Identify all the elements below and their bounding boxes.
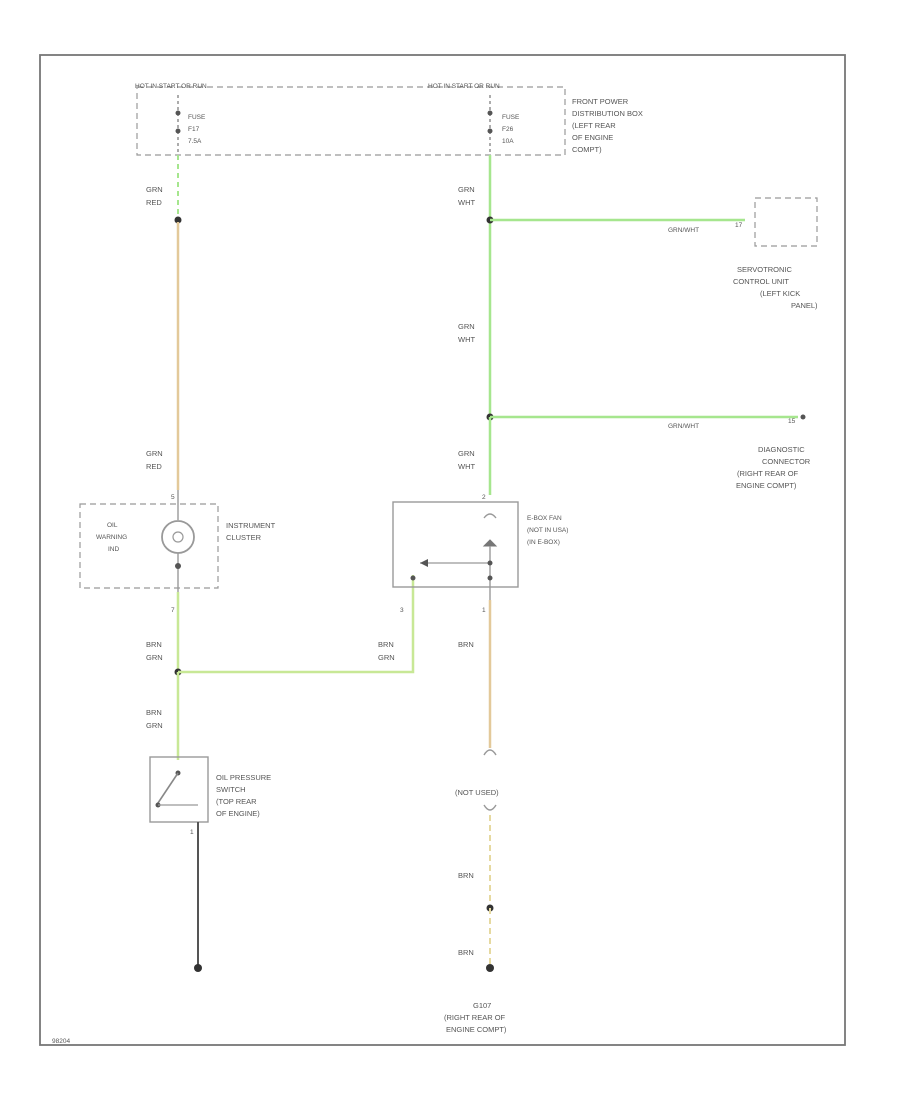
wire-color-label: BRN [458, 948, 474, 957]
wire-color-label: WHT [458, 335, 475, 344]
splice-node [174, 216, 182, 224]
wire-color-label: GRN/WHT [668, 227, 699, 234]
wire-color-label: WHT [458, 462, 475, 471]
ground-label: (RIGHT REAR OF [444, 1013, 506, 1022]
wire-color-label: GRN [146, 721, 163, 730]
ebox-label: E-BOX FAN [527, 515, 562, 522]
right-fuse-terminal [487, 110, 493, 116]
wire-color-label: GRN [458, 322, 475, 331]
left-fuse-rating: 7.5A [188, 138, 202, 145]
diagram-frame [39, 54, 846, 1046]
cluster-name: CLUSTER [226, 533, 262, 542]
wire-color-label: WHT [458, 198, 475, 207]
ebox-fan-outline [392, 501, 519, 588]
wire-color-label: RED [146, 198, 162, 207]
switch-blade-icon [157, 772, 179, 804]
servotronic-label: PANEL) [791, 301, 818, 310]
servotronic-label: SERVOTRONIC [737, 265, 792, 274]
cluster-terminal [175, 563, 181, 569]
ebox-terminal [410, 575, 416, 581]
wire-brn-grn-to-ebox [178, 575, 415, 674]
left-fuse-terminal [175, 128, 181, 134]
wire-color-label: GRN [146, 653, 163, 662]
left-fuse-terminal [175, 110, 181, 116]
power-box-label: COMPT) [572, 145, 602, 154]
fuse-header-left: HOT IN START OR RUN [135, 83, 207, 90]
right-fuse-terminal [487, 128, 493, 134]
pin-label: 17 [735, 222, 743, 229]
diagnostic-connector-icon [800, 414, 806, 420]
connector-icon [483, 749, 497, 756]
ebox-label: (IN E-BOX) [527, 539, 560, 546]
fuse-box-outline [136, 86, 566, 156]
connector-icon [483, 804, 497, 811]
oil-pressure-switch-outline [149, 756, 209, 823]
diagnostic-label: CONNECTOR [762, 457, 811, 466]
wire-color-label: BRN [378, 640, 394, 649]
left-fuse-label: FUSE [188, 114, 206, 121]
right-fuse-label: FUSE [502, 114, 520, 121]
lamp-label: IND [108, 546, 120, 553]
pin-label: 7 [171, 607, 175, 614]
lamp-label: WARNING [96, 534, 127, 541]
ebox-terminal [487, 560, 493, 566]
ground-label: ENGINE COMPT) [446, 1025, 507, 1034]
wire-color-label: BRN [146, 640, 162, 649]
right-fuse-number: F26 [502, 126, 514, 133]
ground-label: G107 [473, 1001, 491, 1010]
lamp-filament-icon [172, 531, 184, 543]
fuse-header-right: HOT IN START OR RUN [428, 83, 500, 90]
right-fuse-rating: 10A [502, 138, 514, 145]
cluster-name: INSTRUMENT [226, 521, 276, 530]
diagnostic-label: (RIGHT REAR OF [737, 469, 799, 478]
wire-color-label: GRN/WHT [668, 423, 699, 430]
switch-label: OF ENGINE) [216, 809, 260, 818]
figure-id: 98204 [52, 1038, 70, 1045]
servotronic-label: CONTROL UNIT [733, 277, 789, 286]
switch-label: (TOP REAR [216, 797, 257, 806]
wire-color-label: GRN [458, 185, 475, 194]
diagnostic-label: DIAGNOSTIC [758, 445, 805, 454]
servotronic-label: (LEFT KICK [760, 289, 800, 298]
servotronic-unit-outline [754, 197, 818, 247]
arrow-icon [420, 559, 428, 567]
wire-color-label: GRN [458, 449, 475, 458]
diagnostic-label: ENGINE COMPT) [736, 481, 797, 490]
pin-label: 1 [190, 829, 194, 836]
wire-color-label: GRN [146, 449, 163, 458]
wire-color-label: BRN [146, 708, 162, 717]
power-box-label: OF ENGINE [572, 133, 613, 142]
case-ground-icon [194, 964, 202, 972]
not-used-label: (NOT USED) [455, 788, 499, 797]
wire-color-label: RED [146, 462, 162, 471]
power-box-label: DISTRIBUTION BOX [572, 109, 643, 118]
left-fuse-number: F17 [188, 126, 200, 133]
wire-color-label: GRN [378, 653, 395, 662]
wire-color-label: BRN [458, 640, 474, 649]
pin-label: 3 [400, 607, 404, 614]
switch-label: OIL PRESSURE [216, 773, 271, 782]
power-box-label: (LEFT REAR [572, 121, 616, 130]
instrument-cluster-outline [79, 503, 219, 589]
ebox-terminal [487, 575, 493, 581]
pin-label: 5 [171, 494, 175, 501]
pin-label: 1 [482, 607, 486, 614]
switch-label: SWITCH [216, 785, 246, 794]
pin-label: 15 [788, 418, 796, 425]
wire-color-label: BRN [458, 871, 474, 880]
ebox-label: (NOT IN USA) [527, 527, 568, 534]
pin-label: 2 [482, 494, 486, 501]
lamp-label: OIL [107, 522, 118, 529]
fan-motor-icon [482, 539, 498, 547]
warning-lamp-icon [161, 520, 195, 554]
wire-color-label: GRN [146, 185, 163, 194]
power-box-label: FRONT POWER [572, 97, 629, 106]
ground-icon [486, 964, 494, 972]
ebox-connector-icon [483, 513, 497, 519]
